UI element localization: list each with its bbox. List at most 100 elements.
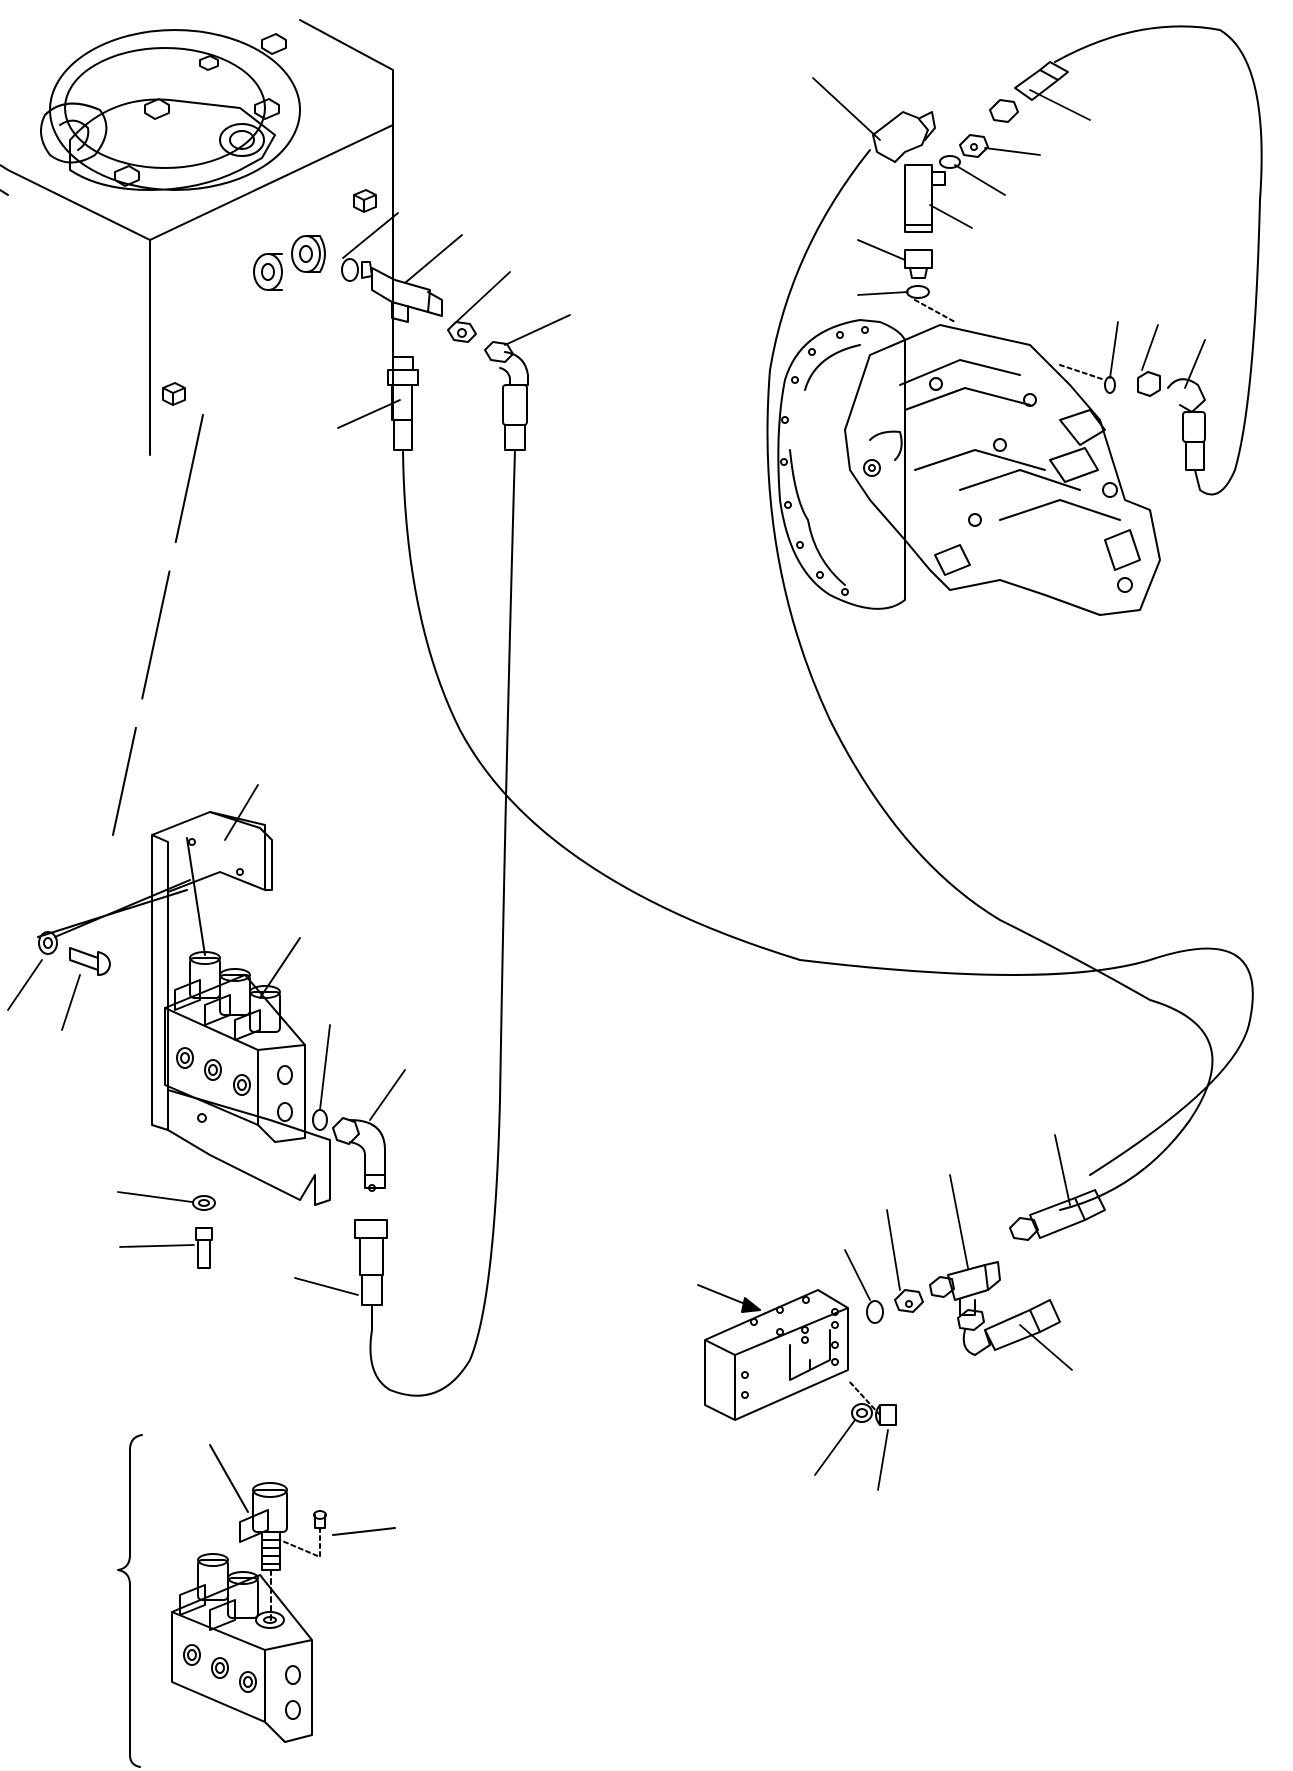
tank-flange-body xyxy=(70,100,275,191)
pump-housing xyxy=(845,325,1160,615)
control-valve-block xyxy=(698,1285,848,1420)
pump-hose-outer xyxy=(1055,26,1262,494)
leader-bottom-bolt xyxy=(120,1245,194,1247)
tank-nut-leader xyxy=(113,415,203,835)
valve-block xyxy=(165,975,305,1142)
bracket-hole-bottom xyxy=(198,1114,206,1122)
tank-outlet-bore xyxy=(230,131,254,149)
tank-left-edge xyxy=(0,190,8,195)
leader-cv-plug xyxy=(878,1430,888,1490)
pump-oring-lower xyxy=(907,286,929,298)
pump-connector-top xyxy=(960,135,988,157)
leader-pump-connector-side xyxy=(1142,325,1158,370)
control-valve-fittings xyxy=(848,1190,1105,1425)
bracket-hardware xyxy=(38,880,215,1268)
tank-flange-ring xyxy=(50,30,300,190)
leader-valve-hose xyxy=(295,1278,358,1295)
tank-elbow-hose-end xyxy=(485,342,528,450)
tank-flange-bolts xyxy=(115,34,286,186)
leader-pump-oring-top xyxy=(955,165,1005,195)
pump-port-leader-top xyxy=(915,300,955,322)
valve-solenoids xyxy=(175,952,280,1040)
leader-pump-adapter xyxy=(858,240,905,260)
leader-pump-connector xyxy=(985,148,1040,155)
pump-bolts xyxy=(864,378,1132,592)
leader-tank-oring xyxy=(343,213,398,258)
valve-hose-end xyxy=(355,1220,387,1305)
hydraulic-tank xyxy=(0,20,393,835)
bracket-bolt-left xyxy=(70,948,110,975)
pump-connector-side xyxy=(1138,372,1160,396)
leader-pump-oring-lower xyxy=(858,292,908,295)
leader-tank-tee xyxy=(405,235,462,283)
leader-bracket xyxy=(225,785,258,840)
detail-screw xyxy=(280,1511,326,1557)
tank-nut-lower xyxy=(163,383,185,405)
bracket-hardware-leader-2 xyxy=(55,880,190,937)
leader-cv-connector xyxy=(887,1210,900,1290)
bracket-bottom-flange xyxy=(168,1090,330,1205)
cv-block-ports xyxy=(742,1297,838,1398)
bracket-washer-left xyxy=(39,932,57,954)
tank-nut-right xyxy=(354,190,376,212)
tank-plug-washer xyxy=(254,254,282,290)
valve-oring xyxy=(313,1110,327,1130)
pump-mount-flange-inner xyxy=(790,345,860,585)
pump-elbow-hose-end xyxy=(1168,379,1205,470)
bracket-bolt-bottom xyxy=(196,1228,212,1268)
detail-leader-2 xyxy=(333,1528,395,1535)
pump-adapter xyxy=(905,250,932,278)
pump-elbow-top xyxy=(873,112,935,162)
cv-tee-fitting xyxy=(930,1262,1000,1315)
pump-hose-inner xyxy=(768,150,1213,1210)
leader-cv-washer xyxy=(815,1420,855,1475)
valve-fittings xyxy=(313,1110,387,1305)
solenoid-valve-detail xyxy=(118,1435,395,1767)
leader-tank-nut xyxy=(452,272,510,326)
pump-oring-top xyxy=(940,156,960,168)
leader-bracket-washer xyxy=(8,960,42,1010)
leader-cv-elbow xyxy=(1020,1325,1072,1370)
cv-block-outline xyxy=(705,1290,848,1420)
pump-fittings xyxy=(768,26,1262,1210)
bracket-hole-top xyxy=(189,839,195,845)
leader-cv-tee xyxy=(950,1175,968,1268)
valve-ports xyxy=(177,1048,292,1121)
leader-cv-oring xyxy=(845,1250,870,1300)
callout-leaders xyxy=(8,78,1205,1490)
leader-pump-elbow-side xyxy=(1185,340,1205,388)
pump-flange-holes xyxy=(781,327,868,595)
cv-plug-washer xyxy=(852,1404,872,1422)
cv-hose-end-upper xyxy=(1010,1190,1105,1240)
tank-top-outline xyxy=(0,20,393,455)
tank-plug xyxy=(292,236,325,272)
pump-tee-fitting xyxy=(905,165,945,232)
detail-valve-ports xyxy=(184,1645,300,1719)
bracket-hole-top-2 xyxy=(237,869,243,875)
detail-brace xyxy=(118,1435,142,1767)
tank-flange-inner xyxy=(65,48,265,168)
tank-hose-right xyxy=(370,450,515,1396)
leader-pump-elbow xyxy=(813,78,880,140)
pump xyxy=(778,300,1160,615)
bracket-plate xyxy=(152,812,265,1130)
cv-plug xyxy=(848,1380,896,1425)
valve-leader xyxy=(260,938,300,998)
solenoid-valve xyxy=(165,938,305,1142)
bracket-washer-bottom xyxy=(193,1196,215,1210)
tank-oring xyxy=(342,259,358,281)
cv-pointer-arrowhead xyxy=(742,1298,760,1312)
tank-pipe-port xyxy=(41,104,106,163)
tank-hose-left xyxy=(403,450,1253,1175)
pump-port-leader-right xyxy=(1060,365,1105,380)
leader-pump-tee xyxy=(930,205,972,228)
leader-tank-hose xyxy=(338,400,400,428)
pump-housing-detail-2 xyxy=(935,410,1140,575)
solenoid-valve-bracket xyxy=(152,812,330,1205)
tank-fittings xyxy=(254,236,1253,1396)
valve-elbow xyxy=(333,1118,385,1191)
detail-removed-solenoid xyxy=(240,1483,287,1620)
bracket-leader xyxy=(187,838,205,955)
leader-bottom-washer xyxy=(118,1192,192,1202)
